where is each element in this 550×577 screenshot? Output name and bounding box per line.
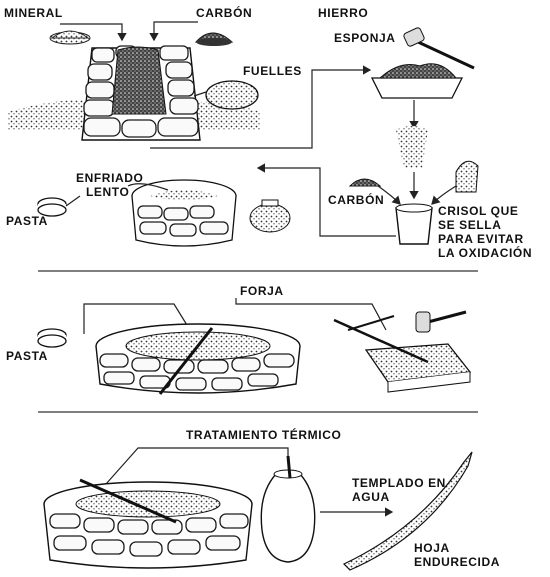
- cooling-pit: [131, 179, 237, 247]
- label-carbon-mid: CARBÓN: [328, 192, 384, 207]
- mineral-arrow: [60, 23, 127, 42]
- label-hierro: HIERRO: [318, 6, 368, 20]
- heat-treatment-section: TRATAMIENTO TÉRMICO TEMPL: [43, 427, 500, 571]
- label-templado-2: AGUA: [352, 490, 390, 504]
- forge-hammer-icon: [415, 310, 467, 333]
- label-carbon-top: CARBÓN: [196, 5, 252, 20]
- tratamiento-leader: [105, 447, 289, 485]
- label-crisol-2: SE SELLA: [438, 218, 501, 232]
- label-pasta-1: PASTA: [6, 214, 48, 228]
- hardened-blade-icon: [342, 451, 473, 571]
- furnace-to-sponge-arrow: [150, 65, 372, 149]
- forge-section: FORJA PASTA: [6, 284, 472, 395]
- forge-hearth: [95, 323, 301, 395]
- label-hoja-1: HOJA: [414, 541, 450, 555]
- cooling-leader: [127, 183, 169, 191]
- iron-fragments: [396, 126, 428, 168]
- label-esponja: ESPONJA: [334, 31, 396, 45]
- mineral-pile-icon: [49, 30, 91, 45]
- forja-leader-left: [83, 303, 191, 334]
- charcoal-pile-icon: [194, 32, 234, 46]
- crucible-icon: [395, 203, 433, 245]
- water-jar-icon: [260, 455, 316, 563]
- label-tratamiento: TRATAMIENTO TÉRMICO: [186, 427, 341, 442]
- label-fuelles: FUELLES: [243, 64, 302, 78]
- carbon-arrow: [149, 21, 198, 42]
- bloomery-furnace: [81, 45, 201, 141]
- pasta-disc-icon-2: [37, 328, 67, 348]
- label-crisol-3: PARA EVITAR: [438, 232, 524, 246]
- treatment-hearth: [43, 478, 253, 569]
- smelting-section: MINERAL CARBÓN HIERRO ESPONJA FUELLES: [4, 5, 532, 260]
- label-hoja-2: ENDURECIDA: [414, 555, 500, 569]
- iron-sponge-tray: [370, 63, 464, 99]
- crucible-lid-icon: [455, 160, 479, 193]
- label-crisol-4: LA OXIDACIÓN: [438, 245, 532, 260]
- pasta-leader-1: [65, 195, 81, 207]
- anvil-icon: [364, 343, 472, 393]
- charcoal-mid-icon: [348, 178, 382, 187]
- hammer-icon: [403, 27, 475, 70]
- lid-arrow: [431, 185, 457, 205]
- cooling-vessel-icon: [249, 199, 291, 233]
- label-forja: FORJA: [240, 284, 284, 298]
- label-mineral: MINERAL: [4, 6, 63, 20]
- label-lento: LENTO: [86, 185, 129, 199]
- forja-leader-right: [235, 298, 387, 331]
- label-enfriado: ENFRIADO: [76, 171, 143, 185]
- label-crisol-1: CRISOL QUE: [438, 204, 518, 218]
- label-pasta-2: PASTA: [6, 349, 48, 363]
- crucible-to-cooling-arrow: [256, 163, 396, 237]
- pasta-disc-icon: [37, 197, 67, 217]
- bellows-icon: [193, 80, 259, 110]
- label-templado-1: TEMPLADO EN: [352, 476, 446, 490]
- tongs-icon: [333, 315, 429, 364]
- carbon-mid-arrow: [377, 185, 401, 205]
